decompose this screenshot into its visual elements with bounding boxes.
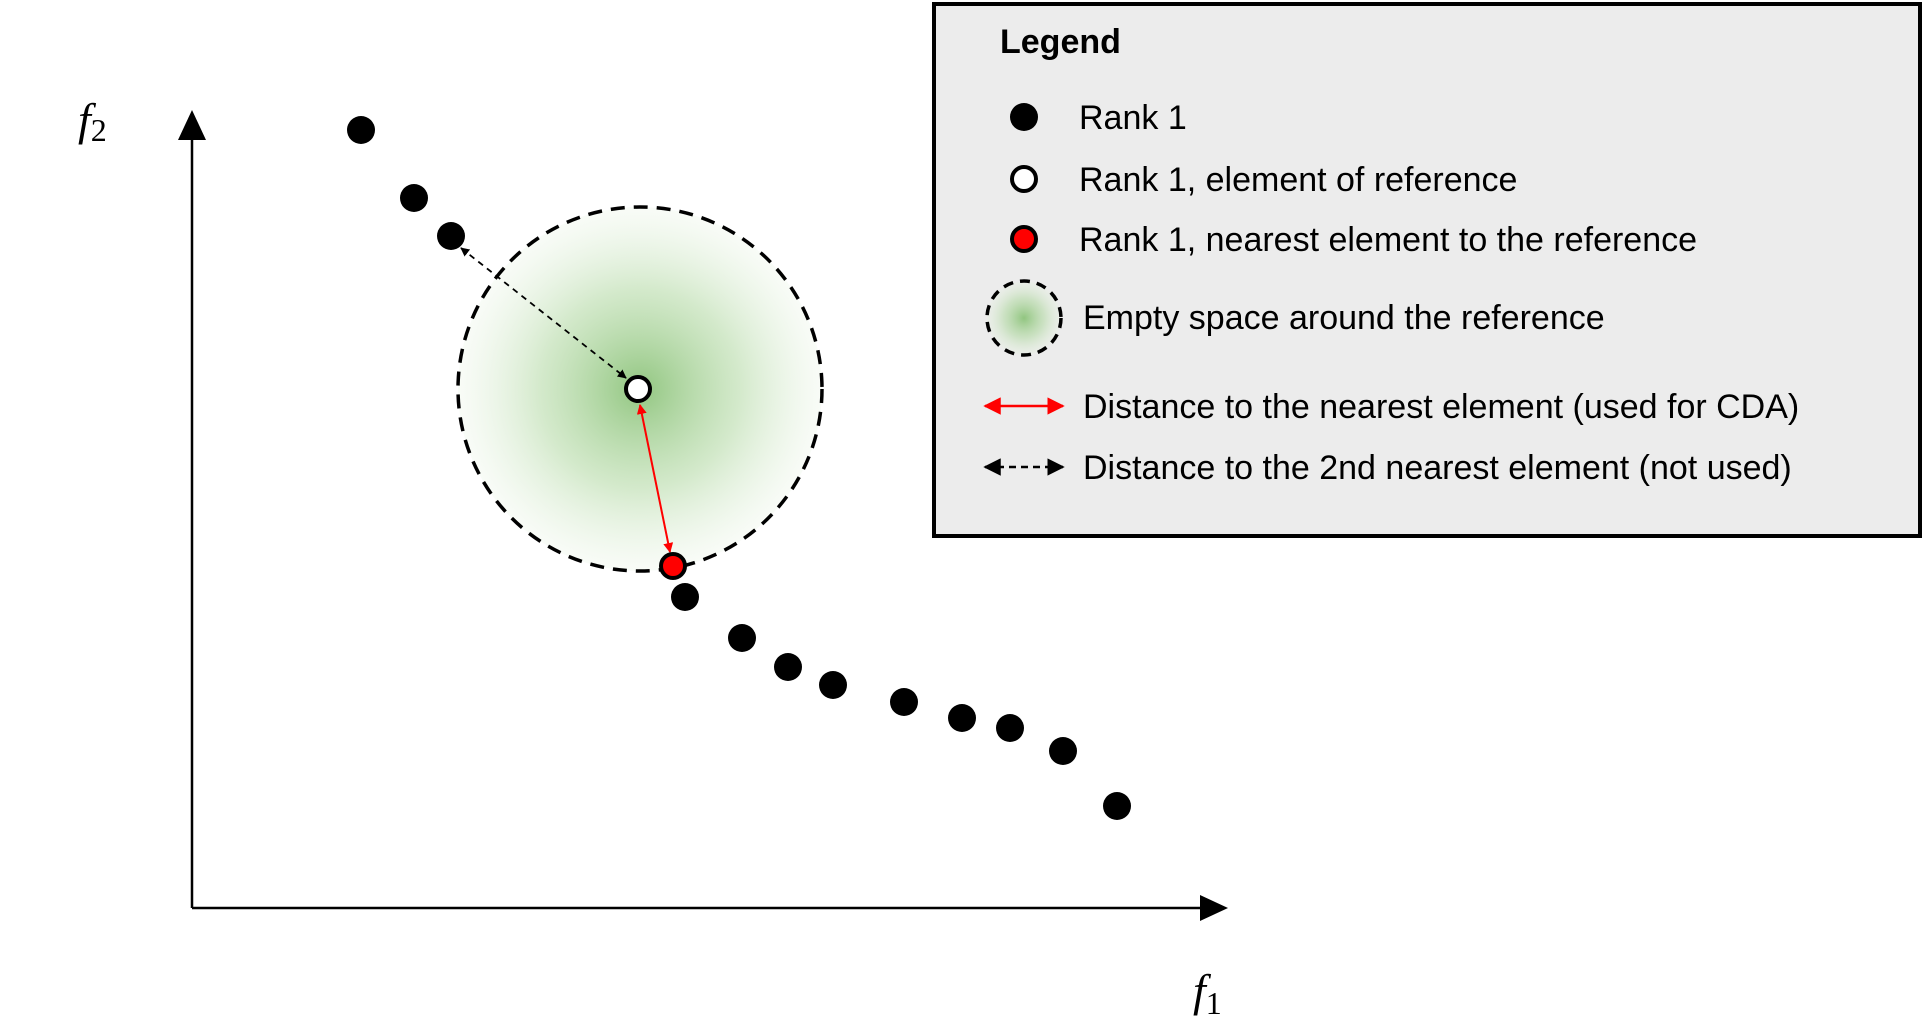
rank1-point <box>996 714 1024 742</box>
rank1-points <box>347 116 1131 820</box>
rank1-legend-icon <box>1010 103 1038 131</box>
reference-point <box>624 375 652 403</box>
y-axis-label: f2 <box>78 94 107 148</box>
legend-title: Legend <box>1000 23 1121 61</box>
legend-label: Rank 1, nearest element to the reference <box>1079 221 1697 259</box>
rank1-point <box>728 624 756 652</box>
axes <box>178 110 1228 921</box>
rank1-point <box>671 583 699 611</box>
rank1-point <box>774 653 802 681</box>
rank1-point <box>1049 737 1077 765</box>
legend-label: Rank 1 <box>1079 99 1187 137</box>
legend-label: Distance to the 2nd nearest element (not… <box>1083 449 1792 487</box>
rank1-point <box>1103 792 1131 820</box>
legend-background <box>932 2 1922 538</box>
x-axis-label: f1 <box>1193 965 1222 1021</box>
rank1-point <box>400 184 428 212</box>
legend-label: Rank 1, element of reference <box>1079 161 1517 199</box>
y-axis-arrowhead <box>178 110 206 140</box>
legend-label: Distance to the nearest element (used fo… <box>1083 388 1799 426</box>
legend-label: Empty space around the reference <box>1083 299 1605 337</box>
nearest-legend-icon <box>1010 225 1038 253</box>
rank1-point <box>890 688 918 716</box>
reference-legend-icon <box>1010 165 1038 193</box>
legend-box: Legend Rank 1 Rank 1, element of referen… <box>932 2 1922 538</box>
rank1-point <box>347 116 375 144</box>
second-nearest-distance-arrow <box>460 247 627 379</box>
rank1-point <box>437 222 465 250</box>
x-axis-arrowhead <box>1200 895 1228 921</box>
nearest-point <box>659 552 687 580</box>
rank1-point <box>948 704 976 732</box>
nearest-distance-arrow <box>636 404 674 553</box>
region-legend-icon <box>985 279 1063 357</box>
rank1-point <box>819 671 847 699</box>
